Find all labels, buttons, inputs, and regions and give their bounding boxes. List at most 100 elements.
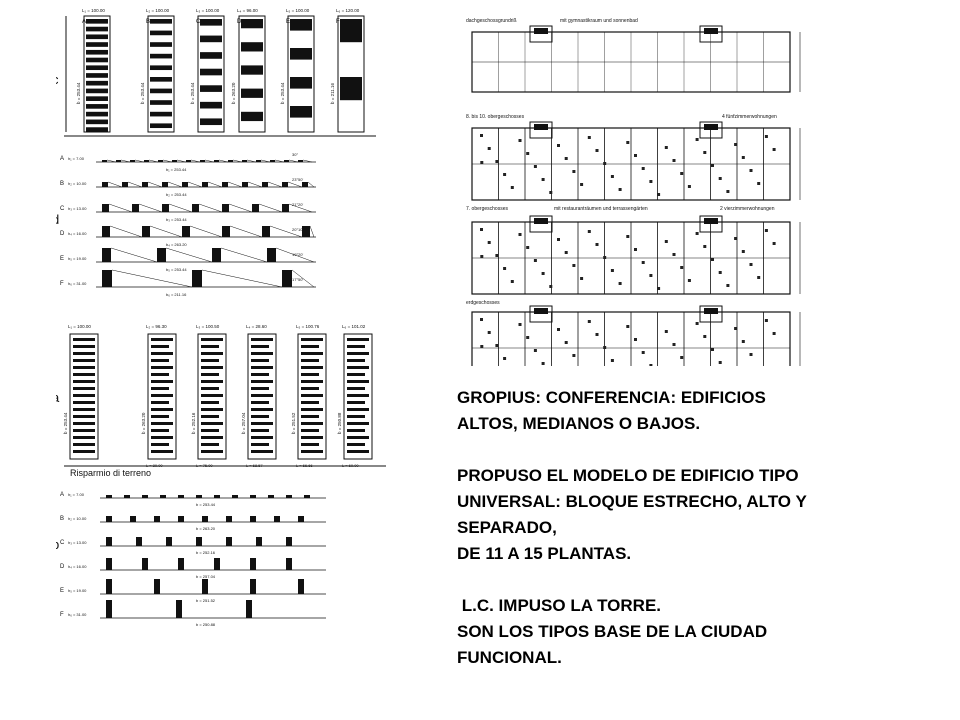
furniture-mark xyxy=(634,338,637,341)
floor-strip xyxy=(251,394,273,397)
stair-fill xyxy=(534,124,548,130)
furniture-mark xyxy=(518,323,522,326)
shadow-line xyxy=(246,159,257,163)
floor-strip xyxy=(201,345,219,348)
floor-strip xyxy=(201,450,223,453)
shadow-line xyxy=(111,269,193,288)
spacing-dimension: b₃ = 253.44 xyxy=(166,217,187,222)
floor-plans xyxy=(471,25,801,366)
floor-strip xyxy=(301,429,319,432)
furniture-mark xyxy=(757,182,761,185)
caption-line: SON LOS TIPOS BASE DE LA CIUDAD xyxy=(457,622,768,641)
building-profile xyxy=(144,160,149,162)
floor-strip xyxy=(347,373,365,376)
floor-strip xyxy=(241,42,263,52)
furniture-mark xyxy=(495,160,499,163)
floor-strip xyxy=(151,380,173,383)
building-profile xyxy=(252,204,259,212)
building-profile xyxy=(106,600,112,618)
floor-strip xyxy=(151,422,173,425)
furniture-mark xyxy=(626,325,630,328)
furniture-mark xyxy=(480,318,483,321)
shadow-line xyxy=(198,203,223,213)
section-letter-a: a xyxy=(56,390,60,405)
furniture-mark xyxy=(533,165,537,168)
plan1-subtitle: mit gymnastikraum und sonnenbad xyxy=(560,18,638,24)
floor-strip xyxy=(73,436,95,439)
building-profile xyxy=(196,495,202,498)
floor-strip xyxy=(151,366,173,369)
floor-strip xyxy=(347,394,369,397)
floor-strip xyxy=(73,373,95,376)
shadow-line xyxy=(267,181,283,188)
furniture-mark xyxy=(580,277,584,280)
building-letter: A xyxy=(82,19,86,25)
caption-line: SEPARADO, xyxy=(457,518,557,537)
shadow-line xyxy=(229,225,263,238)
furniture-mark xyxy=(495,254,499,257)
building-profile xyxy=(124,495,130,498)
furniture-mark xyxy=(541,272,545,275)
furniture-mark xyxy=(626,141,630,144)
shadow-line xyxy=(309,225,315,238)
dimension-label: L₂ = 96.30 xyxy=(146,324,167,329)
building-outline xyxy=(197,333,227,460)
shadow-line xyxy=(187,181,203,188)
furniture-mark xyxy=(495,344,499,347)
furniture-mark xyxy=(503,267,507,270)
building-profile xyxy=(136,537,142,546)
height-label: h₅ = 19.00 xyxy=(68,588,87,593)
floor-strip xyxy=(73,359,95,362)
building-outline xyxy=(69,333,99,460)
building-profile xyxy=(192,204,199,212)
floor-strip xyxy=(201,338,223,341)
shadow-line xyxy=(138,203,163,213)
building-profile xyxy=(302,226,310,237)
floor-strip xyxy=(151,436,173,439)
building-profile xyxy=(250,558,256,570)
dimension-label: L₃ = 100.50 xyxy=(196,324,220,329)
dimension-label: L₆ = 120.00 xyxy=(336,8,360,13)
spacing-dimension: b = 250.88 xyxy=(196,622,216,626)
caption-spacer xyxy=(457,437,927,463)
section-letter-c: c xyxy=(56,72,59,87)
furniture-mark xyxy=(687,279,691,282)
furniture-mark xyxy=(541,362,545,365)
caption-line: UNIVERSAL: BLOQUE ESTRECHO, ALTO Y xyxy=(457,492,807,511)
furniture-mark xyxy=(711,348,714,351)
stair-fill xyxy=(534,218,548,224)
spacing-dimension: b₆ = 211.16 xyxy=(166,292,187,297)
height-dimension: b = 253.44 xyxy=(63,412,68,434)
floor-strip xyxy=(290,48,312,60)
stair-tower xyxy=(699,25,723,43)
building-letter: C xyxy=(196,19,201,25)
dimension-label: L₁ = 100.00 xyxy=(68,324,91,329)
spacing-dimension: b₅ = 253.44 xyxy=(166,267,187,272)
building-profile xyxy=(222,226,230,237)
shadow-line xyxy=(190,159,201,163)
furniture-mark xyxy=(749,169,753,172)
building-profile xyxy=(178,516,184,522)
shadow-line xyxy=(258,203,283,213)
furniture-mark xyxy=(503,173,507,176)
floor-strip xyxy=(200,118,222,126)
building-profile xyxy=(162,204,169,212)
floor-strip xyxy=(73,422,95,425)
floor-strip xyxy=(201,415,219,418)
height-dimension: b = 257.04 xyxy=(241,412,246,434)
floor-strip xyxy=(301,422,323,425)
shadow-line xyxy=(167,181,183,188)
building-profile xyxy=(102,160,107,162)
angle-label: 23°50' xyxy=(292,177,303,182)
floor-strip xyxy=(200,52,222,59)
stair-tower xyxy=(529,25,553,43)
shadow-line xyxy=(269,225,303,238)
furniture-mark xyxy=(703,151,707,154)
row-letter: B xyxy=(60,516,64,522)
building-outline xyxy=(83,15,111,133)
floor-strip xyxy=(347,422,369,425)
row-letter: D xyxy=(60,564,65,570)
